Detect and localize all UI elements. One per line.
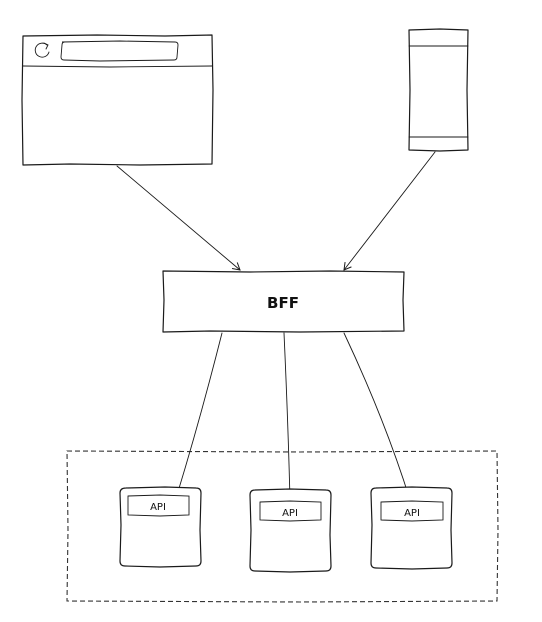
bff-box: BFF xyxy=(162,270,405,333)
browser-toolbar-divider xyxy=(22,65,213,68)
arrow-browser-to-bff xyxy=(116,165,241,271)
mobile-device xyxy=(408,28,469,152)
arrow-bff-to-api-3 xyxy=(343,332,413,501)
services-container xyxy=(66,450,499,603)
api-label-2: API xyxy=(282,508,298,519)
api-label-3: API xyxy=(404,508,420,519)
arrow-bff-to-api-2 xyxy=(283,332,295,502)
arrow-bff-to-api-1 xyxy=(174,332,223,496)
refresh-icon xyxy=(34,42,50,58)
service-box-1: API xyxy=(119,486,202,568)
arrow-mobile-to-bff xyxy=(343,151,436,271)
service-box-3: API xyxy=(370,486,453,570)
api-tag-1 xyxy=(127,494,190,517)
address-bar xyxy=(60,40,179,62)
api-tag-2 xyxy=(259,500,322,522)
api-label-1: API xyxy=(150,502,166,513)
bff-label: BFF xyxy=(267,294,299,312)
api-tag-3 xyxy=(380,500,444,522)
service-box-2: API xyxy=(249,488,332,573)
browser-window xyxy=(21,34,214,166)
